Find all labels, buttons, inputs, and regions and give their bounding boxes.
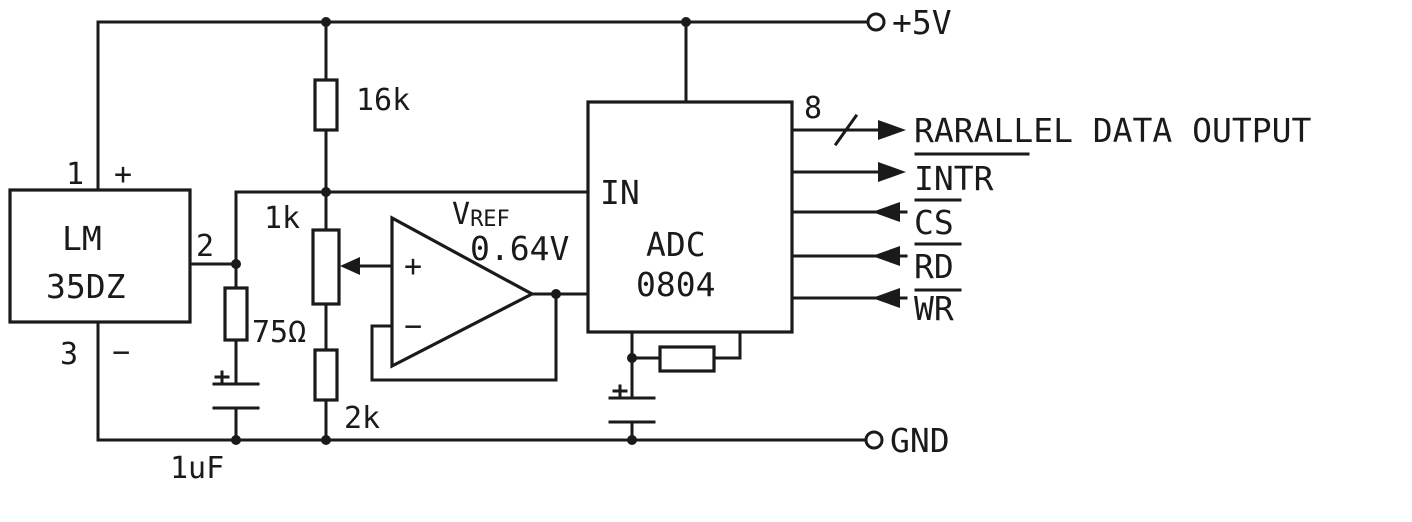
cs-line: CS bbox=[790, 198, 962, 242]
data-output-arrow-icon bbox=[878, 120, 906, 140]
clock-resistor bbox=[658, 345, 716, 373]
r75-label: 75Ω bbox=[252, 315, 306, 350]
junction-dot bbox=[627, 435, 637, 445]
intr-label: INTR bbox=[914, 159, 994, 198]
adc-name-line1: ADC bbox=[646, 225, 706, 264]
data-output-label: RARALLEL DATA OUTPUT bbox=[914, 111, 1311, 150]
lm35dz-name-line2: 35DZ bbox=[46, 267, 125, 306]
lm35dz-pin3-label: 3 bbox=[60, 337, 78, 372]
junction-dot bbox=[681, 17, 691, 27]
r75-branch: 75Ω bbox=[223, 262, 306, 384]
wr-label: WR bbox=[914, 289, 954, 328]
c1uf-label: 1uF bbox=[170, 451, 224, 486]
r16k-resistor bbox=[313, 78, 339, 132]
gnd-terminal bbox=[864, 430, 884, 450]
pot-1k bbox=[311, 228, 341, 306]
vref-symbol: VREF bbox=[452, 197, 510, 232]
vplus-label: +5V bbox=[892, 3, 952, 42]
rd-label: RD bbox=[914, 247, 954, 286]
adc-in-label: IN bbox=[600, 173, 640, 212]
vref-sub: REF bbox=[470, 207, 510, 232]
lm35dz-name-line1: LM bbox=[62, 219, 102, 258]
cs-in-arrow-icon bbox=[872, 202, 900, 222]
wiper-arrow-icon bbox=[340, 257, 360, 275]
wr-in-arrow-icon bbox=[872, 288, 900, 308]
adc-name-line2: 0804 bbox=[636, 265, 715, 304]
divider-chain: 16k 1k 2k bbox=[264, 17, 410, 445]
lm35dz-pin2-label: 2 bbox=[196, 229, 214, 264]
r16k-label: 16k bbox=[356, 83, 410, 118]
data-bus-output: 8 RARALLEL DATA OUTPUT bbox=[790, 91, 1311, 150]
bus-width-label: 8 bbox=[804, 91, 822, 126]
c1uf-capacitor: 1uF bbox=[170, 370, 260, 486]
ground-rail: GND bbox=[96, 320, 950, 460]
vref-main: V bbox=[452, 197, 470, 232]
lm35dz-pin3-sign: − bbox=[112, 335, 130, 370]
opamp-plus-sign: + bbox=[404, 249, 422, 284]
intr-line: INTR bbox=[790, 152, 1030, 198]
vref-value: 0.64V bbox=[470, 229, 569, 268]
rd-line: RD bbox=[790, 242, 962, 286]
gnd-label: GND bbox=[890, 421, 950, 460]
opamp-body bbox=[390, 215, 536, 369]
adc-clock-network bbox=[608, 330, 742, 445]
junction-dot bbox=[321, 187, 331, 197]
r2k-resistor bbox=[313, 348, 339, 402]
rd-in-arrow-icon bbox=[872, 246, 900, 266]
supply-rail: +5V bbox=[96, 3, 952, 192]
r75-resistor bbox=[223, 286, 249, 342]
wr-line: WR bbox=[790, 288, 962, 328]
r2k-label: 2k bbox=[344, 401, 380, 436]
lm35dz-pin1-sign: + bbox=[114, 157, 132, 192]
pot-wiper bbox=[340, 257, 394, 275]
intr-out-arrow-icon bbox=[878, 162, 906, 182]
vplus-terminal bbox=[866, 12, 886, 32]
adc-body bbox=[586, 100, 794, 334]
lm35dz-body bbox=[8, 188, 192, 324]
junction-dot bbox=[231, 435, 241, 445]
lm35dz-sensor: LM 35DZ 1 + 2 3 − bbox=[8, 157, 238, 372]
adc0804: IN ADC 0804 bbox=[586, 17, 794, 334]
lm35dz-pin1-label: 1 bbox=[66, 157, 84, 192]
opamp-minus-sign: − bbox=[404, 309, 422, 344]
opamp-buffer: + − VREF 0.64V bbox=[370, 197, 588, 382]
junction-dot bbox=[321, 435, 331, 445]
pot-1k-label: 1k bbox=[264, 201, 300, 236]
cs-label: CS bbox=[914, 203, 954, 242]
